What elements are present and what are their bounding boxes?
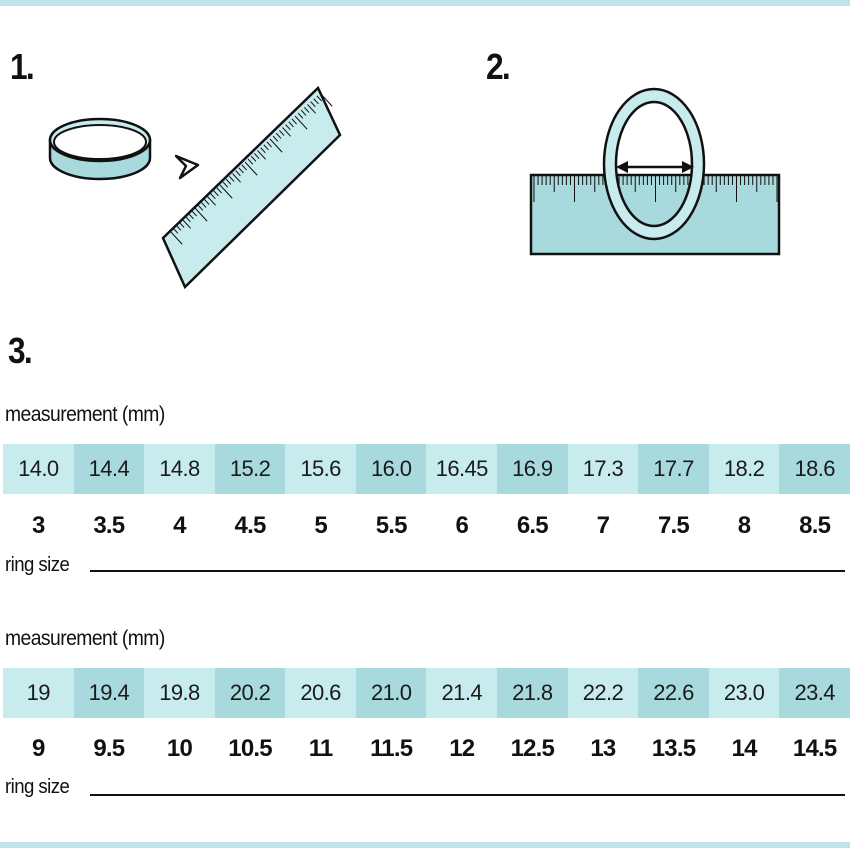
measurement-cell: 21.8 (497, 668, 568, 718)
measurement-cell: 23.0 (708, 668, 780, 718)
ring-size-value: 5.5 (375, 512, 408, 539)
measurement-cell: 14.0 (3, 444, 74, 494)
measurement-cell: 22.6 (638, 668, 709, 718)
measurement-cell: 19.8 (144, 668, 215, 718)
measurement-cell: 19 (3, 668, 74, 718)
ring-size-row-1: 3 3.5 4 4.5 5 5.5 6 6.5 7 7.5 8 8.5 (3, 506, 850, 546)
ring-size-value: 8 (737, 512, 751, 539)
ring-size-value: 9.5 (93, 735, 125, 762)
ring-size-value: 14 (731, 735, 758, 762)
measurement-cell: 14.4 (73, 444, 145, 494)
measurement-label-2: measurement (mm) (5, 627, 165, 650)
flat-ruler-icon (529, 173, 781, 256)
ring-size-value: 9 (32, 735, 45, 762)
measuring-illustrations (48, 85, 781, 290)
step-3-number: 3. (8, 330, 33, 371)
measurement-cell: 19.4 (73, 668, 145, 718)
ring-size-value: 11 (308, 735, 334, 762)
ring-size-value: 3 (32, 512, 45, 539)
ring-size-value: 7 (596, 512, 610, 539)
ring-size-value: 10 (166, 735, 193, 762)
ring-size-value: 12.5 (510, 735, 555, 762)
measurement-cell: 18.6 (779, 444, 850, 494)
ring-size-value: 13 (590, 735, 616, 762)
arrow-right-icon (174, 154, 200, 180)
top-border (0, 0, 850, 6)
diameter-arrow-icon (616, 161, 694, 173)
tilted-ruler-icon (161, 85, 342, 290)
measurement-cell: 18.2 (708, 444, 780, 494)
measurement-cell: 21.0 (355, 668, 427, 718)
ring-size-value: 10.5 (228, 735, 272, 762)
ring-size-value: 6 (455, 512, 469, 539)
ring-on-ruler-icon (602, 87, 706, 241)
measurement-label-1: measurement (mm) (5, 403, 165, 426)
ring-size-value: 5 (314, 512, 327, 539)
measurement-cell: 22.2 (567, 668, 639, 718)
ring-size-value: 4.5 (234, 512, 267, 539)
ring-size-value: 12 (449, 735, 475, 762)
measurement-cell: 16.9 (497, 444, 568, 494)
measurement-cell: 16.45 (426, 444, 498, 494)
divider-line-2 (90, 794, 845, 796)
ring-size-value: 8.5 (799, 512, 831, 539)
measurement-cell: 17.7 (638, 444, 709, 494)
bottom-border (0, 842, 850, 848)
measurement-cell: 20.6 (285, 668, 356, 718)
measurement-cell: 15.2 (214, 444, 286, 494)
divider-line-1 (90, 570, 845, 572)
ring-size-label-2: ring size (5, 776, 70, 798)
measurement-cell: 15.6 (285, 444, 356, 494)
ring-size-value: 3.5 (93, 512, 125, 539)
ring-size-value: 4 (173, 512, 186, 539)
measurement-cell: 21.4 (426, 668, 498, 718)
measurement-cell: 20.2 (214, 668, 286, 718)
measurement-cell: 23.4 (779, 668, 850, 718)
ring-size-value: 13.5 (651, 735, 696, 762)
step-2-number: 2. (486, 46, 511, 87)
measurement-cell: 14.8 (144, 444, 215, 494)
ring-size-label-1: ring size (5, 554, 70, 576)
step-1-number: 1. (10, 46, 35, 87)
ring-size-value: 7.5 (658, 512, 690, 539)
measurement-cell: 16.0 (355, 444, 427, 494)
ring-size-value: 11.5 (370, 735, 413, 762)
ring-size-value: 6.5 (516, 512, 549, 539)
ring-size-value: 14.5 (792, 735, 837, 762)
measurement-cell: 17.3 (567, 444, 639, 494)
ring-band-icon (48, 117, 152, 181)
ring-size-row-2: 9 9.5 10 10.5 11 11.5 12 12.5 13 13.5 14 14.5 (3, 729, 850, 769)
